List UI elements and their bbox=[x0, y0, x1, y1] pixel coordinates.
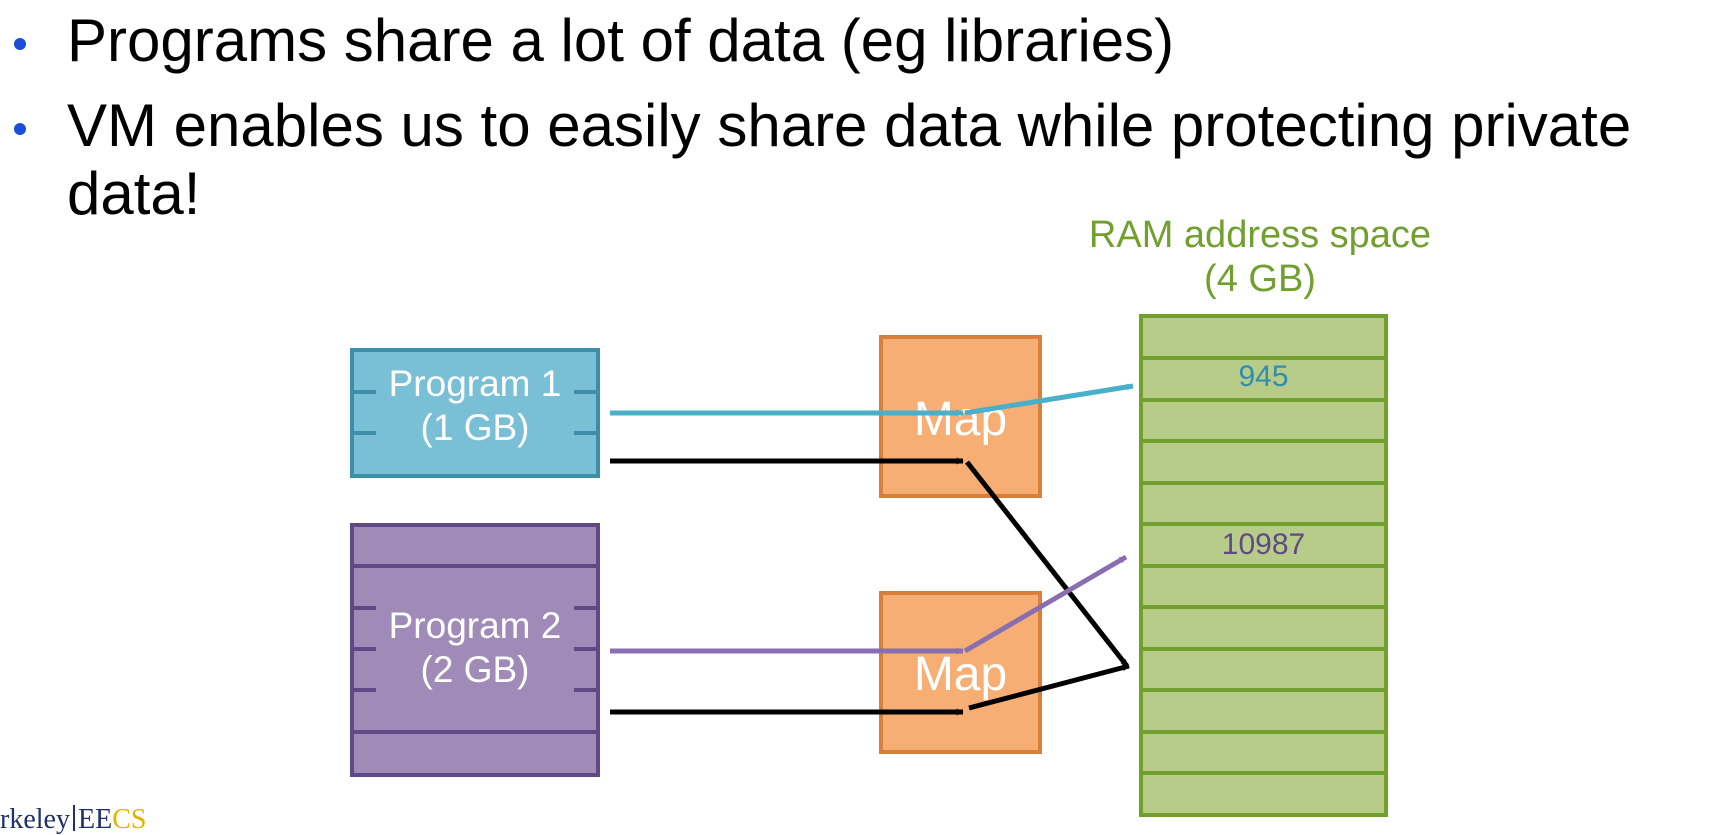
purple-arrow-to-ram bbox=[963, 554, 1128, 654]
map-top-label: Map bbox=[913, 393, 1008, 446]
program1-label: Program 1 (1 GB) bbox=[352, 362, 598, 450]
ram-title-line1: RAM address space bbox=[1088, 214, 1432, 256]
program1-block bbox=[350, 348, 600, 478]
logo-ee-text: EE bbox=[77, 804, 113, 835]
program2-name: Program 2 bbox=[388, 605, 562, 646]
map-bottom-block bbox=[879, 591, 1042, 754]
program2-block bbox=[350, 523, 600, 777]
teal-arrow-to-ram bbox=[964, 383, 1134, 416]
bullet-text-2-line2: data! bbox=[67, 160, 201, 227]
bullet-dot-2 bbox=[14, 123, 26, 135]
program1-size: (1 GB) bbox=[420, 407, 530, 448]
logo-divider bbox=[72, 805, 75, 831]
map-top-block bbox=[879, 335, 1042, 498]
logo-cs-text: CS bbox=[112, 804, 147, 835]
ram-value-teal: 945 bbox=[1238, 360, 1289, 393]
map-bottom-label: Map bbox=[913, 648, 1008, 701]
ram-value-purple: 10987 bbox=[1221, 528, 1306, 561]
black-arrow-map2-to-ram bbox=[968, 663, 1130, 711]
ram-title: RAM address space (4 GB) bbox=[1060, 213, 1460, 301]
bullet-text-1: Programs share a lot of data (eg librari… bbox=[67, 7, 1175, 74]
logo-left-text: rkeley bbox=[0, 804, 70, 835]
program1-name: Program 1 bbox=[388, 363, 562, 404]
bullet-text-2-line1: VM enables us to easily share data while… bbox=[67, 92, 1632, 159]
program2-label: Program 2 (2 GB) bbox=[352, 604, 598, 692]
ram-title-line2: (4 GB) bbox=[1204, 258, 1316, 300]
ram-column bbox=[1139, 314, 1388, 817]
bullet-dot-1 bbox=[14, 38, 26, 50]
program2-size: (2 GB) bbox=[420, 649, 530, 690]
black-arrow-map1-to-ram bbox=[965, 460, 1129, 668]
